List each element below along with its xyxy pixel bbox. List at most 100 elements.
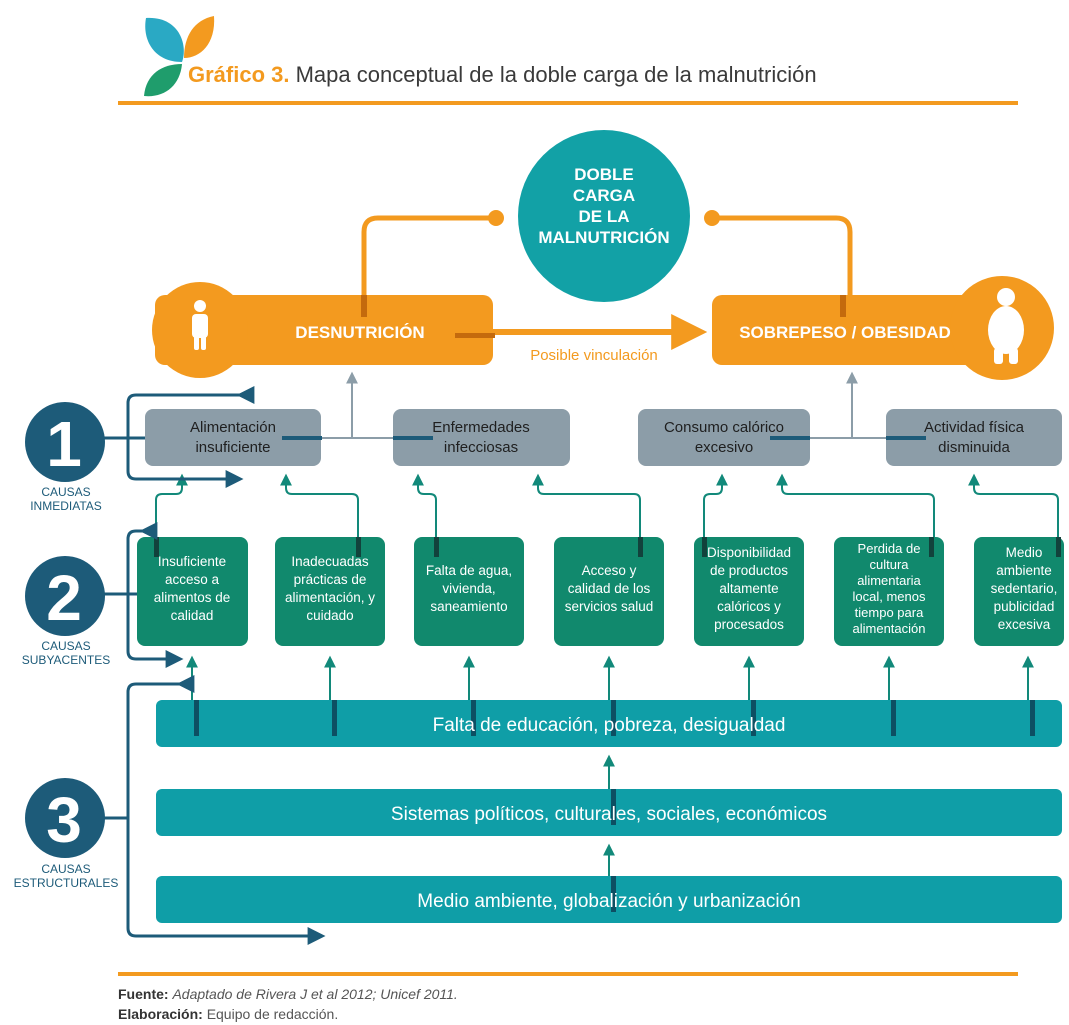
immediate-cause-2-box	[393, 409, 570, 466]
underlying-cause-7-box	[974, 537, 1064, 646]
underlying-cause-6-marker	[929, 537, 934, 557]
level-1-label-line-2: INMEDIATAS	[30, 499, 102, 513]
link-u6-i3	[776, 473, 935, 545]
underlying-cause-6-line-4: local, menos	[853, 589, 926, 604]
footer-source: Fuente: Adaptado de Rivera J et al 2012;…	[118, 986, 458, 1002]
posible-vinculacion-marker	[455, 333, 495, 338]
underlying-cause-7-line-4: publicidad	[994, 599, 1055, 614]
link-u1-i1	[155, 473, 188, 545]
underlying-cause-6-line-6: alimentación	[853, 621, 926, 636]
immediate-cause-3-line-2: excesivo	[695, 439, 753, 456]
underlying-cause-2-line-1: Inadecuadas	[291, 554, 369, 569]
underlying-cause-7-line-5: excesiva	[998, 617, 1051, 632]
sobrepeso-marker	[840, 295, 846, 317]
immediate-cause-2-line-2: infecciosas	[444, 439, 518, 456]
level-2-badge	[25, 556, 105, 636]
left-connector	[361, 215, 494, 300]
underlying-cause-5-line-1: Disponibilidad	[707, 545, 791, 560]
level-2-number: 2	[46, 562, 82, 634]
immediate-cause-1-line-2: insuficiente	[195, 439, 270, 456]
underlying-cause-4-line-2: calidad de los	[568, 581, 651, 596]
underlying-cause-7-marker	[1056, 537, 1061, 557]
center-circle	[518, 130, 690, 302]
underlying-cause-4-line-1: Acceso y	[582, 563, 637, 578]
underlying-cause-7-line-1: Medio	[1006, 545, 1043, 560]
right-connector	[714, 215, 853, 300]
immediate-cause-4-line-2: disminuida	[938, 439, 1010, 456]
underlying-cause-2-line-3: alimentación, y	[285, 590, 375, 605]
link-u7-i4	[968, 473, 1059, 545]
level-3-label-line-2: ESTRUCTURALES	[14, 876, 119, 890]
link-u4-i2	[532, 473, 641, 545]
level-2-label-line-1: CAUSAS	[41, 639, 90, 653]
underlying-cause-1-line-1: Insuficiente	[158, 554, 226, 569]
underlying-cause-4-line-3: servicios salud	[565, 599, 654, 614]
underlying-cause-6-line-5: tiempo para	[855, 605, 924, 620]
underlying-cause-2-box	[275, 537, 385, 646]
underlying-cause-1-marker	[154, 537, 159, 557]
level-2-label-line-2: SUBYACENTES	[22, 653, 110, 667]
logo-leaves-icon	[144, 16, 215, 97]
level-3-badge	[25, 778, 105, 858]
underlying-cause-4-marker	[638, 537, 643, 557]
structural-bar-1	[156, 700, 1062, 747]
immediate-cause-3-marker	[770, 436, 810, 440]
link-u5-i3	[703, 473, 728, 545]
desnutricion-label: DESNUTRICIÓN	[295, 323, 424, 342]
footer-rule	[118, 972, 1018, 976]
level-1-label-line-1: CAUSAS	[41, 485, 90, 499]
underlying-cause-3-marker	[434, 537, 439, 557]
immediate-cause-2-line-1: Enfermedades	[432, 419, 530, 436]
immediate-cause-3-line-1: Consumo calórico	[664, 419, 784, 436]
footer-author-text: Equipo de redacción.	[206, 1006, 339, 1022]
title-rule	[118, 101, 1018, 105]
immediate-cause-4-box	[886, 409, 1062, 466]
underlying-cause-5-line-2: de productos	[710, 563, 788, 578]
sobrepeso-box	[712, 295, 1002, 365]
immediate-cause-4-marker	[886, 436, 926, 440]
center-line-4: MALNUTRICIÓN	[538, 228, 669, 247]
underlying-cause-6-box	[834, 537, 944, 646]
immediate-cause-1-line-1: Alimentación	[190, 419, 276, 436]
underlying-cause-3-line-2: vivienda,	[442, 581, 495, 596]
right-connector-dot	[704, 210, 720, 226]
underlying-cause-1-line-3: alimentos de	[154, 590, 231, 605]
underlying-cause-2-line-4: cuidado	[306, 608, 353, 623]
figure-title-text: Mapa conceptual de la doble carga de la …	[295, 62, 817, 87]
structural-bar-2-label: Sistemas políticos, culturales, sociales…	[391, 804, 827, 825]
underlying-cause-3-line-1: Falta de agua,	[426, 563, 512, 578]
underlying-cause-7-line-2: ambiente	[996, 563, 1052, 578]
underlying-cause-2-marker	[356, 537, 361, 557]
immediate-cause-1-marker	[282, 436, 322, 440]
underlying-cause-5-line-4: calóricos y	[717, 599, 781, 614]
figure-title: Gráfico 3. Mapa conceptual de la doble c…	[188, 62, 817, 88]
underlying-cause-3-line-3: saneamiento	[430, 599, 507, 614]
left-connector-dot	[488, 210, 504, 226]
figure-title-prefix: Gráfico 3.	[188, 62, 290, 87]
posible-vinculacion-label: Posible vinculación	[530, 347, 658, 364]
structural-bar-3-label: Medio ambiente, globalización y urbaniza…	[417, 891, 800, 912]
thin-person-icon	[192, 300, 208, 350]
underlying-cause-5-line-5: procesados	[714, 617, 784, 632]
link-u3-i2	[412, 473, 437, 545]
level-1-badge	[25, 402, 105, 482]
level-3-number: 3	[46, 784, 82, 856]
desnutricion-marker	[361, 295, 367, 317]
structural-bar-2	[156, 789, 1062, 836]
underlying-cause-4-box	[554, 537, 664, 646]
underlying-cause-6-line-2: cultura	[869, 557, 909, 572]
immediate-cause-4-line-1: Actividad física	[924, 419, 1025, 436]
structural-bar-3-marker	[611, 876, 616, 912]
underlying-cause-5-marker	[702, 537, 707, 557]
underlying-cause-3-box	[414, 537, 524, 646]
underlying-cause-5-box	[694, 537, 804, 646]
structural-bar-3	[156, 876, 1062, 923]
level-3-bracket	[126, 675, 326, 945]
underlying-cause-7-line-3: sedentario,	[991, 581, 1058, 596]
underlying-cause-1-line-4: calidad	[171, 608, 214, 623]
structural-bar-2-marker	[611, 789, 616, 825]
sobrepeso-label: SOBREPESO / OBESIDAD	[739, 323, 951, 342]
level-3-label-line-1: CAUSAS	[41, 862, 90, 876]
footer-author-label: Elaboración:	[118, 1006, 203, 1022]
